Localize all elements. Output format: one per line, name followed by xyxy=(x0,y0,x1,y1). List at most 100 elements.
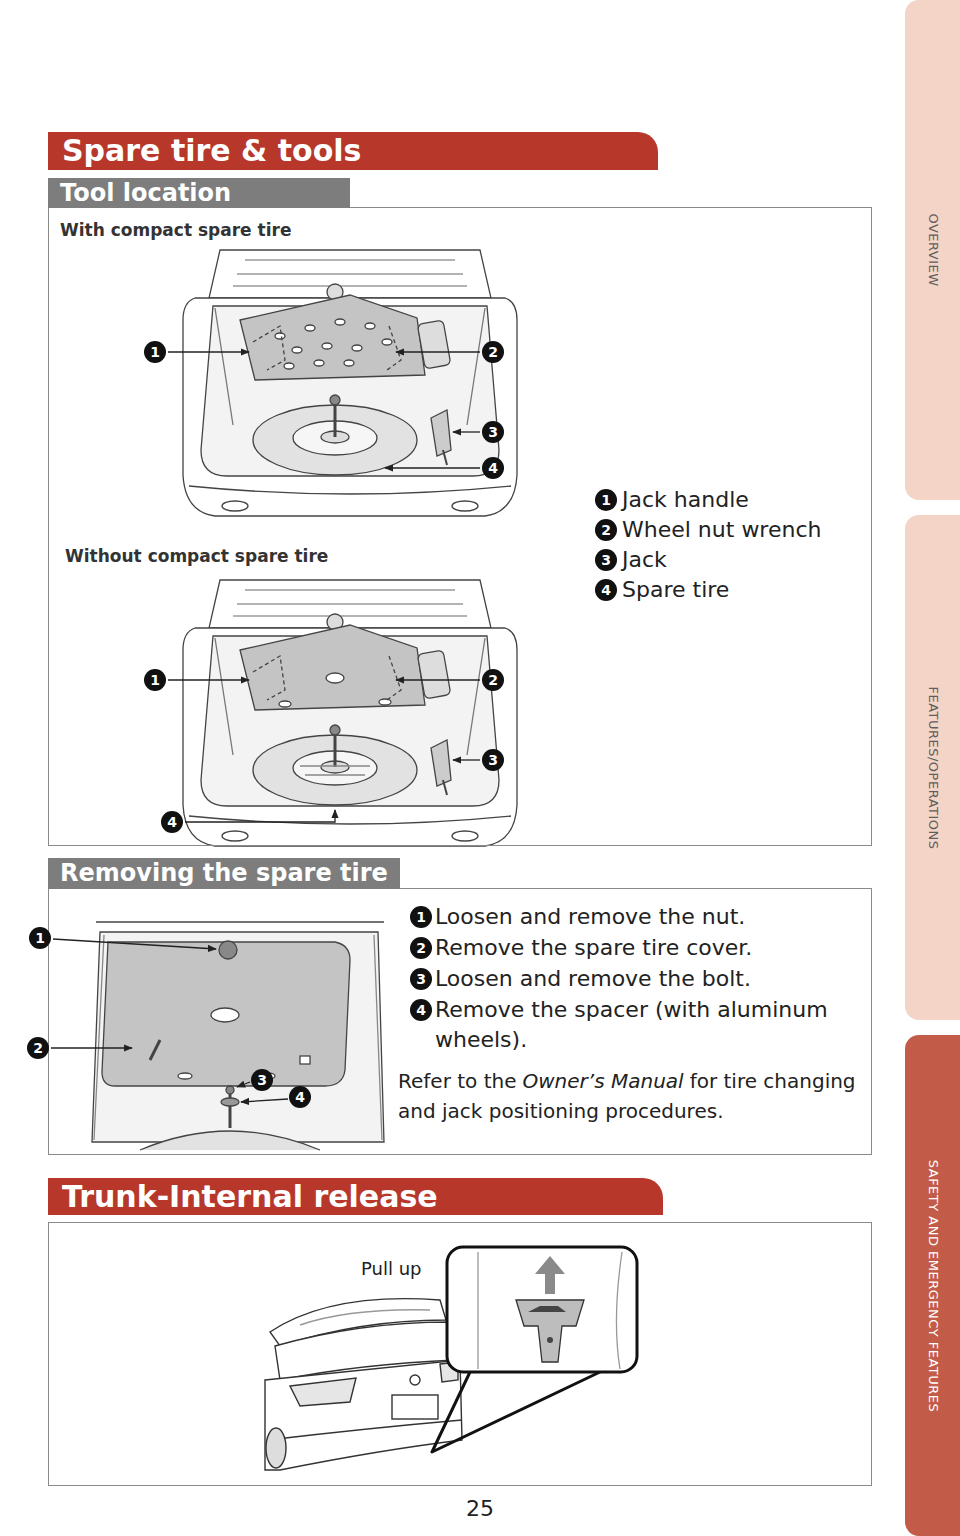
trunk-drawing xyxy=(178,1073,192,1079)
trunk-drawing xyxy=(183,250,517,516)
trunk-drawing xyxy=(305,325,315,331)
callout-number: 1 xyxy=(29,927,51,949)
callout-number: 3 xyxy=(482,749,504,771)
trunk-drawing xyxy=(314,360,324,366)
trunk-drawing xyxy=(183,580,517,846)
panel-heading: Removing the spare tire xyxy=(48,858,400,889)
step-number: 4 xyxy=(410,999,432,1021)
part-name: Spare tire xyxy=(622,577,729,603)
car-drawing xyxy=(392,1395,438,1419)
trunk-drawing xyxy=(365,323,375,329)
trunk-drawing xyxy=(211,1008,239,1022)
trunk-drawing xyxy=(226,1086,234,1094)
instruction-text: Pull up xyxy=(361,1258,422,1279)
trunk-drawing xyxy=(300,1056,310,1064)
part-name: Wheel nut wrench xyxy=(622,517,821,543)
trunk-drawing xyxy=(284,363,294,369)
car-drawing xyxy=(265,1299,600,1470)
part-name: Jack handle xyxy=(622,487,749,513)
release-panel: Pull up xyxy=(48,1222,872,1486)
trunk-drawing xyxy=(183,250,517,516)
car-drawing xyxy=(266,1428,286,1468)
trunk-drawing xyxy=(240,625,451,775)
trunk-drawing xyxy=(382,339,392,345)
trunk-drawing xyxy=(322,343,332,349)
trunk-drawing xyxy=(352,345,362,351)
chapter-tab: SAFETY AND EMERGENCY FEATURES xyxy=(905,1035,960,1536)
trunk-drawing xyxy=(183,580,517,846)
leader-line xyxy=(168,351,249,352)
trunk-drawing xyxy=(240,295,451,380)
trunk-drawing xyxy=(417,320,450,369)
note-text: Refer to the xyxy=(398,1069,517,1093)
trunk-drawing xyxy=(300,766,370,775)
leader-line xyxy=(453,759,480,760)
trunk-drawing xyxy=(326,673,344,683)
tab-label: SAFETY AND EMERGENCY FEATURES xyxy=(925,1159,940,1412)
leader-line xyxy=(241,1099,288,1102)
panel-heading: Tool location xyxy=(48,178,350,208)
release-inset xyxy=(447,1247,637,1372)
callout-number: 4 xyxy=(161,811,183,833)
step-text: Remove the spacer (with aluminum wheels)… xyxy=(435,995,845,1055)
trunk-drawing xyxy=(96,921,384,922)
trunk-drawing xyxy=(221,1098,239,1106)
item-number: 1 xyxy=(595,489,617,511)
car-drawing xyxy=(410,1375,420,1385)
trunk-drawing xyxy=(240,295,425,380)
leader-line xyxy=(168,679,249,680)
callout-number: 1 xyxy=(144,669,166,691)
manual-title: Owner’s Manual xyxy=(523,1069,684,1093)
trunk-drawing xyxy=(292,347,302,353)
trunk-drawing xyxy=(253,656,285,700)
page-number: 25 xyxy=(466,1496,494,1521)
section-band: Spare tire & tools xyxy=(48,132,658,170)
caption: Without compact spare tire xyxy=(65,546,328,566)
release-inset xyxy=(478,1252,622,1369)
trunk-drawing xyxy=(140,1131,320,1150)
trunk-drawing xyxy=(219,941,237,959)
callout-number: 2 xyxy=(482,341,504,363)
section-heading: Trunk-Internal release xyxy=(48,1178,663,1215)
trunk-drawing xyxy=(275,333,285,339)
trunk-drawing xyxy=(300,766,370,775)
callout-number: 4 xyxy=(482,457,504,479)
item-number: 2 xyxy=(595,519,617,541)
callout-number: 3 xyxy=(482,421,504,443)
chapter-tab: OVERVIEW xyxy=(905,0,960,500)
leader-line xyxy=(185,810,335,822)
leader-line xyxy=(237,1082,250,1087)
release-inset xyxy=(516,1300,584,1362)
leader-line xyxy=(396,351,480,352)
trunk-drawing xyxy=(240,625,425,710)
step-text: Remove the spare tire cover. xyxy=(435,935,752,961)
release-inset xyxy=(528,1306,566,1312)
step-text: Loosen and remove the bolt. xyxy=(435,966,751,992)
trunk-drawing xyxy=(417,650,450,699)
callout-number: 2 xyxy=(482,669,504,691)
tab-label: FEATURES/OPERATIONS xyxy=(925,686,940,849)
leader-line xyxy=(53,939,216,949)
trunk-drawing xyxy=(279,701,291,707)
car-drawing xyxy=(268,1420,462,1440)
leader-line xyxy=(51,1047,132,1048)
trunk-drawing xyxy=(275,319,392,369)
trunk-drawing xyxy=(253,326,285,370)
trunk-drawing xyxy=(387,656,401,700)
trunk-drawing xyxy=(335,319,345,325)
car-drawing xyxy=(265,1360,462,1470)
section-band: Trunk-Internal release xyxy=(48,1178,663,1215)
step-number: 1 xyxy=(410,906,432,928)
leader-line xyxy=(453,431,480,432)
car-drawing xyxy=(290,1378,356,1406)
car-drawing xyxy=(432,1372,600,1452)
trunk-drawing xyxy=(379,699,391,705)
release-inset xyxy=(547,1337,553,1343)
step-text: Loosen and remove the nut. xyxy=(435,904,745,930)
callout-number: 4 xyxy=(289,1086,311,1108)
item-number: 3 xyxy=(595,549,617,571)
leader-line xyxy=(385,467,480,468)
callout-number: 3 xyxy=(251,1069,273,1091)
chapter-tab: FEATURES/OPERATIONS xyxy=(905,515,960,1020)
